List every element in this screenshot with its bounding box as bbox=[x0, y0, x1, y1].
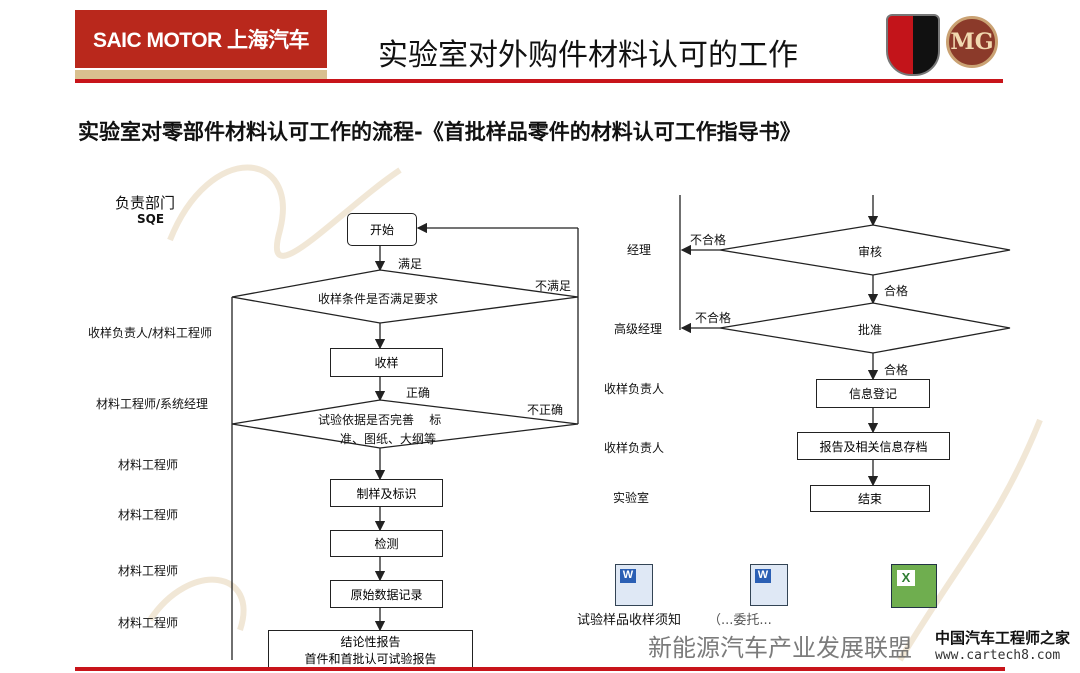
condition-basis-2: 准、图纸、大纲等 bbox=[340, 432, 437, 446]
end-node: 结束 bbox=[810, 485, 930, 512]
mg-logo: MG bbox=[946, 16, 998, 68]
tan-stripe bbox=[75, 70, 327, 79]
role-label: 材料工程师 bbox=[118, 616, 179, 630]
site-watermark: 中国汽车工程师之家 bbox=[935, 629, 1071, 647]
site-url: www.cartech8.com bbox=[935, 648, 1061, 663]
test-step: 检测 bbox=[330, 530, 443, 557]
role-label: 高级经理 bbox=[614, 322, 663, 336]
word-document-icon[interactable]: W bbox=[615, 564, 653, 606]
condition-basis: 试验依据是否完善 标 bbox=[318, 413, 442, 427]
role-label: 收样负责人/材料工程师 bbox=[88, 326, 213, 340]
role-label: 经理 bbox=[627, 243, 652, 257]
fail-label: 不合格 bbox=[690, 233, 727, 247]
wechat-watermark: 新能源汽车产业发展联盟 bbox=[648, 634, 912, 662]
attachment-label[interactable]: 试验样品收样须知 bbox=[577, 613, 682, 628]
receive-step: 收样 bbox=[330, 348, 443, 377]
review-node: 审核 bbox=[858, 245, 883, 259]
header-divider bbox=[75, 79, 1003, 83]
word-document-icon[interactable]: W bbox=[750, 564, 788, 606]
condition-receive: 收样条件是否满足要求 bbox=[318, 292, 439, 306]
role-label: 材料工程师 bbox=[118, 458, 179, 472]
footer-divider bbox=[75, 667, 1005, 671]
pass-label: 合格 bbox=[884, 284, 909, 298]
attachment-label[interactable]: （...委托... bbox=[708, 613, 772, 628]
archive-step: 报告及相关信息存档 bbox=[797, 432, 950, 460]
approve-node: 批准 bbox=[858, 323, 883, 337]
role-label: 材料工程师/系统经理 bbox=[96, 397, 209, 411]
page-title: 实验室对外购件材料认可的工作 bbox=[378, 38, 798, 73]
report-detail: 首件和首批认可试验报告 bbox=[304, 652, 437, 666]
role-label: 收样负责人 bbox=[604, 441, 665, 455]
yes-label: 满足 bbox=[398, 257, 423, 271]
report-step: 结论性报告 首件和首批认可试验报告 bbox=[268, 630, 473, 670]
no-label: 不满足 bbox=[535, 279, 572, 293]
start-node: 开始 bbox=[347, 213, 417, 246]
excel-document-icon[interactable]: X bbox=[891, 564, 937, 608]
report-title: 结论性报告 bbox=[340, 635, 401, 649]
role-label: 材料工程师 bbox=[118, 564, 179, 578]
role-label: 收样负责人 bbox=[604, 382, 665, 396]
fail-label: 不合格 bbox=[695, 311, 732, 325]
pass-label: 合格 bbox=[884, 363, 909, 377]
dept-sqe: SQE bbox=[137, 212, 165, 226]
role-label: 材料工程师 bbox=[118, 508, 179, 522]
prep-step: 制样及标识 bbox=[330, 479, 443, 507]
role-label: 实验室 bbox=[613, 491, 650, 505]
no-label: 不正确 bbox=[527, 403, 564, 417]
dept-header: 负责部门 bbox=[115, 194, 176, 212]
record-step: 原始数据记录 bbox=[330, 580, 443, 608]
roewe-logo bbox=[886, 14, 940, 76]
section-subtitle: 实验室对零部件材料认可工作的流程-《首批样品零件的材料认可工作指导书》 bbox=[78, 120, 801, 144]
register-step: 信息登记 bbox=[816, 379, 930, 408]
yes-label: 正确 bbox=[406, 386, 431, 400]
saic-logo: SAIC MOTOR 上海汽车 bbox=[75, 10, 327, 68]
